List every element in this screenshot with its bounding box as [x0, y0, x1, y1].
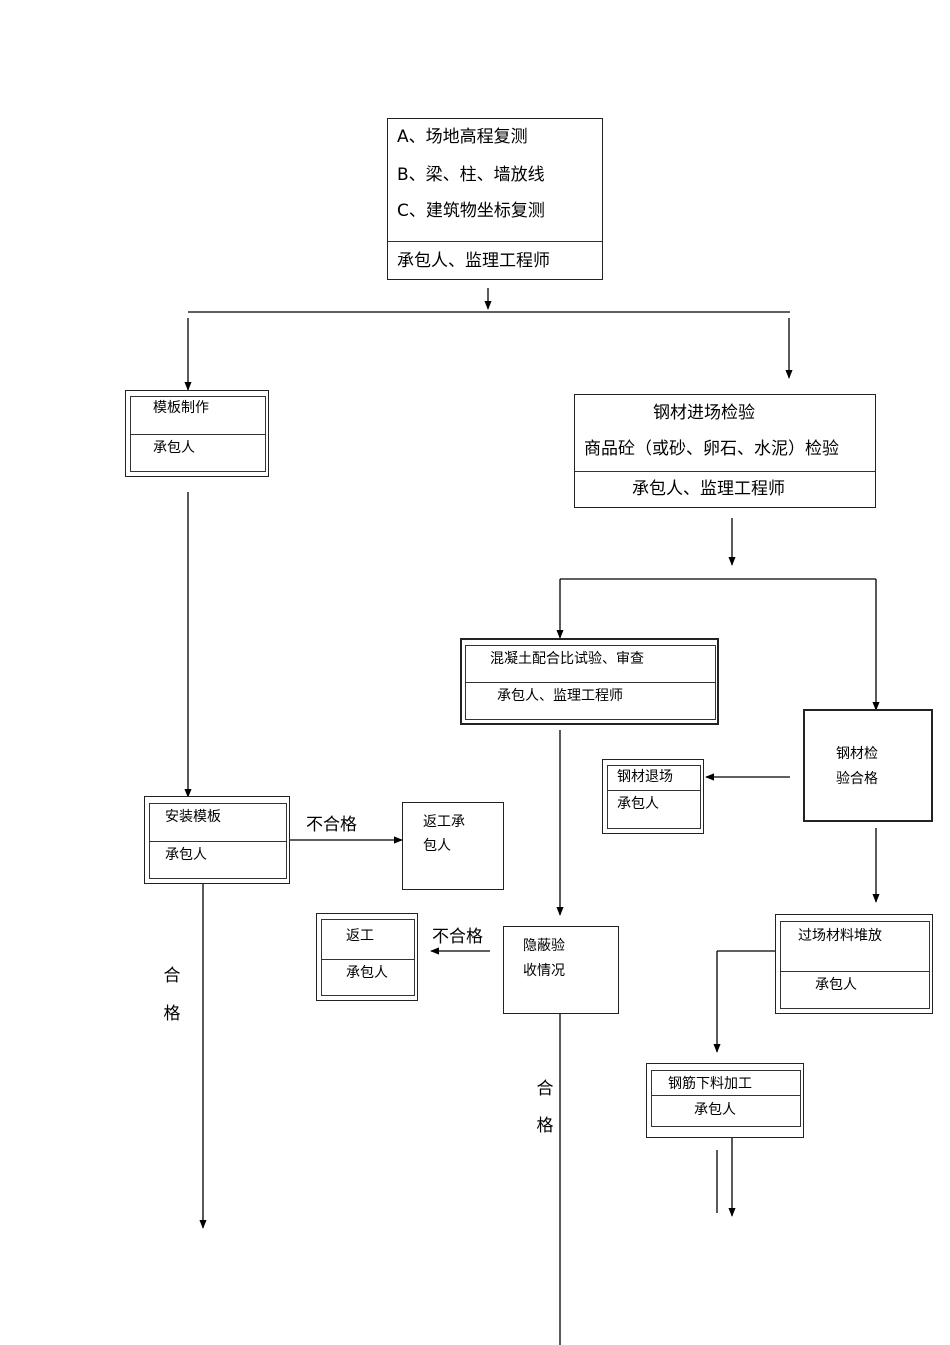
steel-return-box: 钢材退场 承包人 — [602, 759, 704, 834]
install-formwork-responsible: 承包人 — [165, 847, 207, 863]
steel-inspect-responsible: 承包人、监理工程师 — [632, 479, 785, 499]
inner-frame: 返工 承包人 — [321, 919, 415, 996]
survey-responsible: 承包人、监理工程师 — [397, 251, 550, 271]
rebar-cut-responsible: 承包人 — [694, 1102, 736, 1118]
concrete-mix-title: 混凝土配合比试验、审查 — [490, 651, 644, 667]
divider — [781, 971, 929, 972]
pass-label-mid-2: 格 — [536, 1116, 554, 1136]
install-formwork-box: 安装模板 承包人 — [144, 796, 290, 884]
rework1-line1: 返工承 — [423, 814, 465, 830]
rework1-line2: 包人 — [423, 838, 451, 854]
material-store-responsible: 承包人 — [815, 977, 857, 993]
rework2-title: 返工 — [346, 928, 374, 944]
steel-return-title: 钢材退场 — [617, 769, 673, 785]
pass-label-left-2: 格 — [163, 1004, 181, 1024]
inner-frame: 模板制作 承包人 — [130, 396, 266, 472]
hidden-accept-box: 隐蔽验 收情况 — [503, 926, 619, 1014]
survey-line-a: A、场地高程复测 — [397, 127, 528, 147]
steel-pass-line2: 验合格 — [836, 771, 878, 787]
rework2-responsible: 承包人 — [346, 965, 388, 981]
formwork-make-box: 模板制作 承包人 — [125, 390, 269, 477]
pass-label-mid-1: 合 — [536, 1079, 554, 1099]
install-formwork-title: 安装模板 — [165, 809, 221, 825]
rework-box-1: 返工承 包人 — [402, 802, 504, 890]
steel-return-responsible: 承包人 — [617, 796, 659, 812]
hidden-accept-line2: 收情况 — [523, 963, 565, 979]
divider — [322, 959, 414, 960]
divider — [150, 841, 286, 842]
steel-inspect-line2: 商品砼（或砂、卵石、水泥）检验 — [584, 439, 839, 459]
steel-pass-line1: 钢材检 — [836, 746, 878, 762]
steel-inspect-line1: 钢材进场检验 — [653, 403, 755, 423]
concrete-mix-responsible: 承包人、监理工程师 — [497, 688, 623, 704]
formwork-make-title: 模板制作 — [153, 400, 209, 416]
rebar-cut-box: 钢筋下料加工 承包人 — [646, 1063, 804, 1138]
survey-box: A、场地高程复测 B、梁、柱、墙放线 C、建筑物坐标复测 承包人、监理工程师 — [387, 118, 603, 280]
inner-frame: 钢筋下料加工 承包人 — [651, 1070, 801, 1127]
inner-frame: 钢材退场 承包人 — [607, 765, 701, 829]
inner-frame: 安装模板 承包人 — [149, 803, 287, 879]
divider — [388, 241, 602, 242]
concrete-mix-box: 混凝土配合比试验、审查 承包人、监理工程师 — [460, 638, 719, 725]
inner-frame: 混凝土配合比试验、审查 承包人、监理工程师 — [465, 645, 716, 720]
divider — [131, 434, 265, 435]
rework-box-2: 返工 承包人 — [316, 913, 418, 1001]
steel-pass-box: 钢材检 验合格 — [803, 709, 933, 822]
survey-line-c: C、建筑物坐标复测 — [397, 201, 545, 221]
formwork-make-responsible: 承包人 — [153, 440, 195, 456]
divider — [466, 682, 715, 683]
rebar-cut-title: 钢筋下料加工 — [668, 1076, 752, 1092]
divider — [575, 471, 875, 472]
material-store-box: 过场材料堆放 承包人 — [775, 914, 933, 1014]
fail-label-2: 不合格 — [432, 927, 483, 947]
survey-line-b: B、梁、柱、墙放线 — [397, 165, 545, 185]
hidden-accept-line1: 隐蔽验 — [523, 938, 565, 954]
material-store-title: 过场材料堆放 — [798, 928, 882, 944]
steel-inspect-box: 钢材进场检验 商品砼（或砂、卵石、水泥）检验 承包人、监理工程师 — [574, 394, 876, 508]
inner-frame: 过场材料堆放 承包人 — [780, 921, 930, 1009]
pass-label-left-1: 合 — [163, 966, 181, 986]
fail-label-1: 不合格 — [306, 815, 357, 835]
divider — [652, 1095, 800, 1096]
divider — [608, 790, 700, 791]
